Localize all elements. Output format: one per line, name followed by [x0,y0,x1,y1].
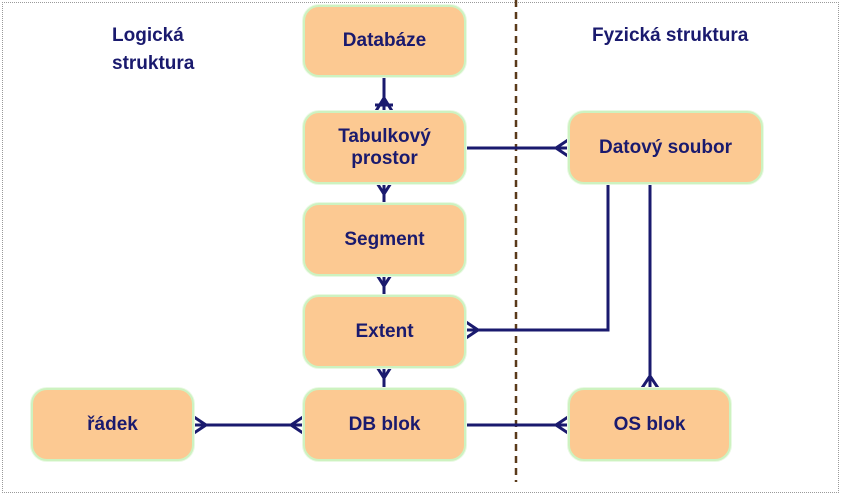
connector-datovy-soubor-to-osblok [640,184,660,389]
connector-tabulkovy-to-datovy-soubor [466,138,569,158]
connector-extent-to-segment [375,274,393,296]
heading-physical-structure: Fyzická struktura [592,25,749,46]
connector-tabulkovy-to-databaze [374,76,394,112]
connector-dbblok-to-osblok [466,415,569,435]
node-os-blok: OS blok [568,388,731,461]
connector-dbblok-to-extent [375,366,393,388]
node-tabulkovy-prostor: Tabulkový prostor [303,111,466,184]
node-db-blok: DB blok [303,388,466,461]
node-segment: Segment [303,203,466,276]
node-extent: Extent [303,295,466,368]
heading-logical-structure: Logická struktura [112,25,195,74]
node-datovy-soubor: Datový soubor [568,111,763,184]
connector-datovy-soubor-to-extent [465,184,610,340]
connector-radek-to-dbblok [193,415,304,435]
node-databaze: Databáze [303,5,466,77]
connector-segment-to-tabulkovy [375,182,393,203]
node-radek: řádek [31,388,194,461]
